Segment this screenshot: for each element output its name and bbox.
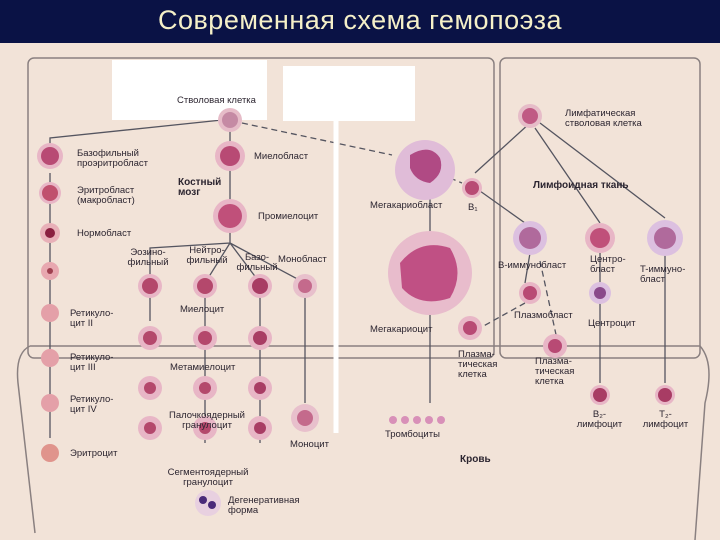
- t-immunoblast-label: T-иммуно- бласт: [640, 264, 686, 285]
- myeloblast-label: Миелобласт: [254, 151, 309, 162]
- eosino-label: Эозино- фильный: [127, 247, 169, 268]
- page-title: Современная схема гемопоэза: [157, 5, 563, 35]
- segmented-label: Сегментоядерный гранулоцит: [167, 467, 249, 488]
- megakaryoblast-label: Мегакариобласт: [370, 200, 443, 211]
- white-box-2: [283, 66, 415, 121]
- megakaryocyte-label: Мегакариоцит: [370, 324, 433, 335]
- baso-precursor-label: Базофильный проэритробласт: [77, 148, 149, 169]
- monoblast-label: Монобласт: [278, 254, 327, 265]
- centroblast-label: Центро- бласт: [590, 254, 626, 275]
- centrocyte-label: Центроцит: [588, 318, 636, 329]
- lymph-stem-cell: [518, 104, 542, 128]
- thrombocytes-label: Тромбоциты: [385, 429, 440, 440]
- hematopoiesis-diagram: [16, 57, 710, 540]
- retic3-label: Ретикуло- цит IV: [70, 394, 114, 415]
- monocyte-label: Моноцит: [290, 439, 329, 450]
- stem-cell: [218, 108, 242, 132]
- plasmoblast-label: Плазмобласт: [514, 310, 573, 321]
- plasma1-label: Плазма- тическая клетка: [458, 349, 498, 380]
- b-immunoblast-label: B-иммунобласт: [498, 260, 567, 271]
- promyelocyte-label: Промиелоцит: [258, 211, 319, 222]
- erythroid-cells: [37, 143, 63, 462]
- erythrocyte-label: Эритроцит: [70, 448, 118, 459]
- degenerative-label: Дегенеративная форма: [228, 495, 300, 516]
- myeloid-cells: [138, 141, 319, 516]
- band-label: Палочкоядерный гранулоцит: [169, 410, 245, 431]
- bone-marrow-frame: [27, 57, 495, 359]
- stem-label: Стволовая клетка: [177, 95, 256, 106]
- baso-label: Базо- фильный: [236, 252, 278, 273]
- retic2-label: Ретикуло- цит III: [70, 352, 114, 373]
- megakaryocytes: [388, 140, 472, 424]
- lymphoid-cells: [458, 178, 683, 405]
- lymph-stem-label: Лимфатическая стволовая клетка: [565, 108, 642, 129]
- retic1-label: Ретикуло- цит II: [70, 308, 114, 329]
- b2-label: B₂- лимфоцит: [576, 409, 623, 430]
- blood-frame: [16, 345, 710, 540]
- myelocyte-label: Миелоцит: [180, 304, 225, 315]
- bone-marrow-label: Костный мозг: [178, 177, 222, 198]
- lymphoid-label: Лимфоидная ткань: [533, 180, 629, 191]
- t2-label: T₂- лимфоцит: [642, 409, 689, 430]
- b1-label: B₁: [468, 202, 478, 213]
- erythroblast-label: Эритробласт (макробласт): [77, 185, 135, 206]
- metamyelocyte-label: Метамиелоцит: [170, 362, 236, 373]
- blood-label: Кровь: [460, 454, 491, 465]
- title-bar: Современная схема гемопоэза: [0, 0, 720, 43]
- neutro-label: Нейтро- фильный: [186, 245, 228, 266]
- white-box-1: [112, 60, 267, 120]
- diagram-panel: Костный мозг Лимфоидная ткань Кровь Ство…: [0, 43, 720, 540]
- plasma2-label: Плазма- тическая клетка: [535, 356, 575, 387]
- normoblast-label: Нормобласт: [77, 228, 132, 239]
